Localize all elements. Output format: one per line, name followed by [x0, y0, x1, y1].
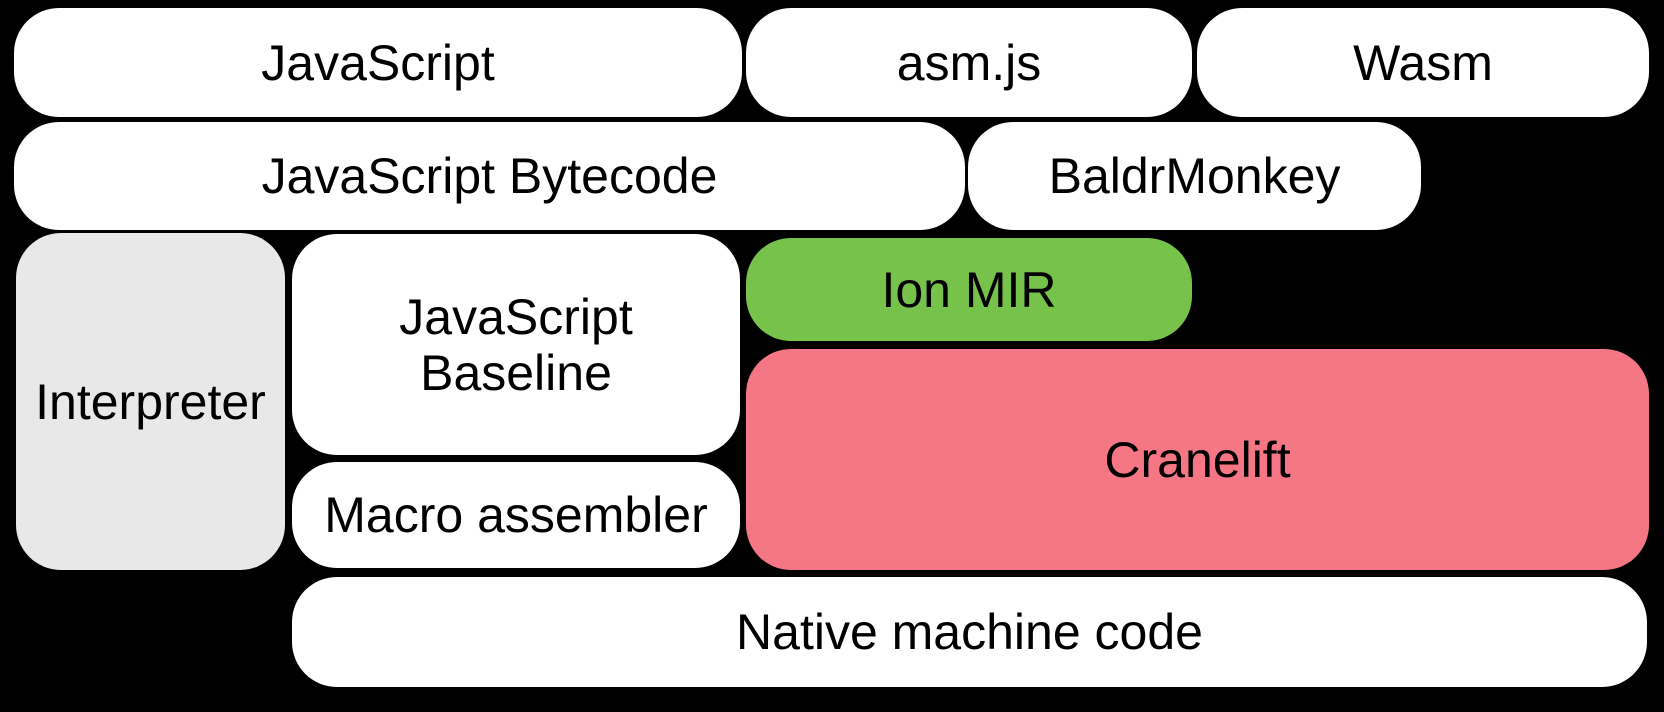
node-ion-mir: Ion MIR [746, 238, 1192, 341]
node-baldrmonkey-label: BaldrMonkey [1048, 148, 1341, 204]
node-javascript-baseline-label: JavaScript Baseline [399, 288, 633, 401]
node-interpreter: Interpreter [16, 233, 285, 570]
node-cranelift-label: Cranelift [1104, 431, 1291, 488]
node-native-machine-code-label: Native machine code [736, 604, 1203, 660]
node-javascript-baseline: JavaScript Baseline [292, 234, 740, 455]
node-cranelift: Cranelift [746, 349, 1649, 570]
node-baldrmonkey: BaldrMonkey [968, 122, 1421, 230]
node-wasm-label: Wasm [1353, 34, 1493, 91]
node-javascript-label: JavaScript [261, 34, 495, 91]
node-javascript-bytecode-label: JavaScript Bytecode [261, 148, 718, 204]
node-interpreter-label: Interpreter [35, 373, 266, 430]
node-macro-assembler: Macro assembler [292, 462, 740, 568]
node-wasm: Wasm [1197, 8, 1649, 117]
node-javascript: JavaScript [14, 8, 742, 117]
node-native-machine-code: Native machine code [292, 577, 1647, 687]
node-macro-assembler-label: Macro assembler [324, 487, 708, 543]
node-asmjs: asm.js [746, 8, 1192, 117]
node-ion-mir-label: Ion MIR [881, 261, 1057, 318]
node-asmjs-label: asm.js [896, 34, 1042, 91]
node-javascript-bytecode: JavaScript Bytecode [14, 122, 965, 230]
